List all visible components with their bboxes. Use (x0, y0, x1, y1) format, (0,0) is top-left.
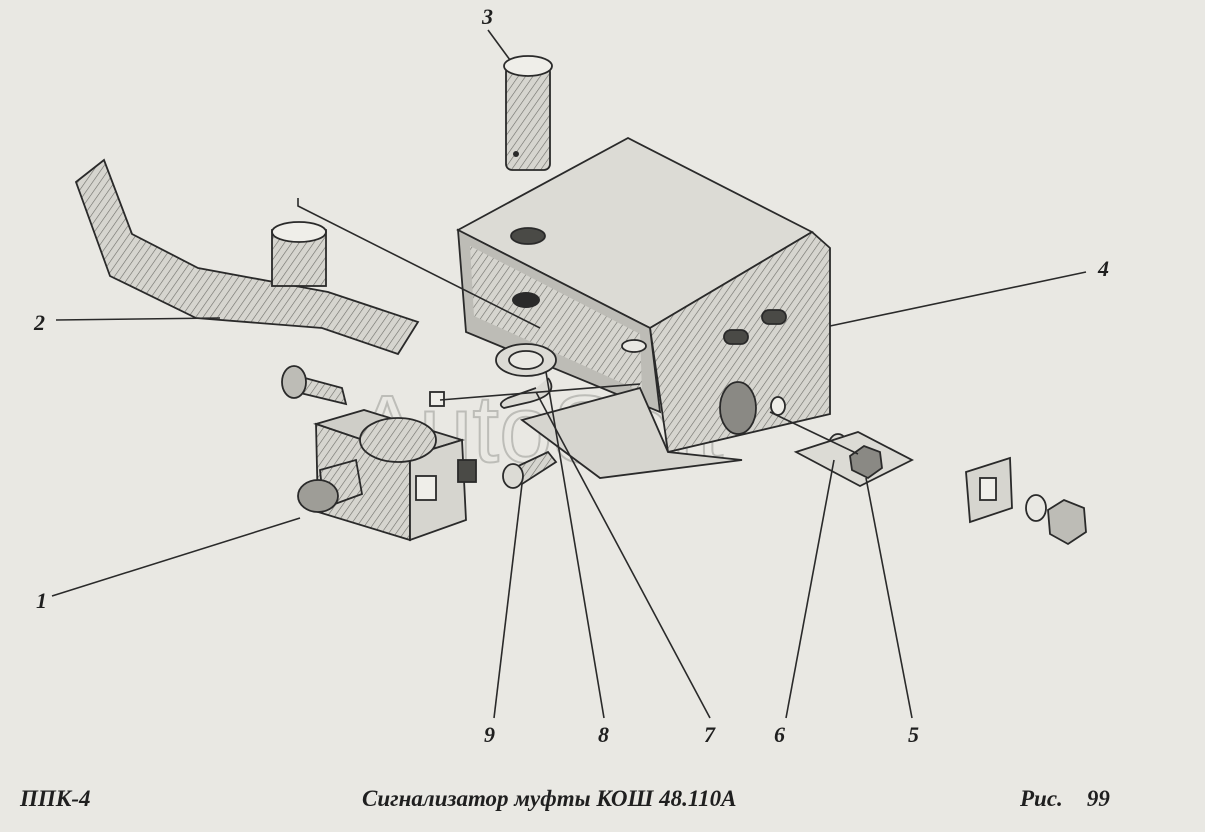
callout-7: 7 (704, 722, 716, 747)
figure-title: Сигнализатор муфты КОШ 48.110А (362, 786, 737, 811)
figure-label: Рис. (1020, 786, 1063, 811)
part-4-housing (456, 136, 831, 479)
part-5-nut (793, 431, 914, 488)
figure-number: Рис. 99 (1020, 786, 1110, 822)
callout-3: 3 (481, 4, 493, 29)
callout-1: 1 (36, 588, 47, 613)
callout-9: 9 (484, 722, 495, 747)
part-9-screw (502, 450, 558, 489)
callout-4: 4 (1097, 256, 1109, 281)
assembly-lines (297, 198, 859, 455)
callout-5: 5 (908, 722, 919, 747)
figure-number-value: 99 (1086, 786, 1110, 811)
part-8-ring-washer (495, 343, 557, 377)
callout-2: 2 (33, 310, 45, 335)
callout-8: 8 (598, 722, 609, 747)
leader-lines (51, 29, 1087, 719)
part-1-switch (281, 365, 477, 542)
part-2-lever (74, 158, 420, 356)
spare-washer-and-nut (965, 456, 1087, 546)
model-label: ППК-4 (20, 786, 91, 811)
part-3-pin (503, 55, 553, 171)
callout-6: 6 (774, 722, 785, 747)
